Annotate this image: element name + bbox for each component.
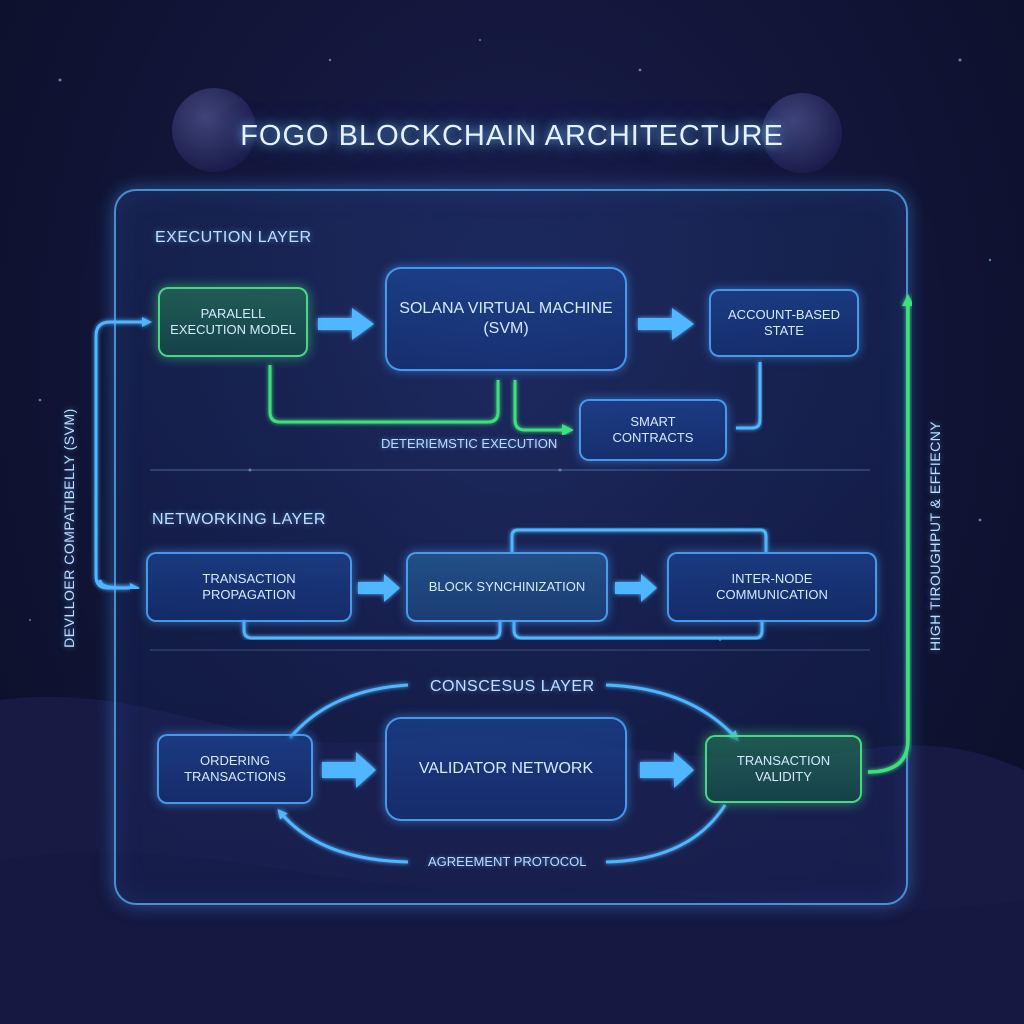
consensus-arc [288, 683, 409, 739]
planet-left [172, 88, 256, 172]
smart-contracts-node[interactable]: SMART CONTRACTS [579, 399, 727, 461]
svm-node[interactable]: SOLANA VIRTUAL MACHINE (SVM) [385, 267, 627, 371]
block-sync-node[interactable]: BLOCK SYNCHINIZATION [406, 552, 608, 622]
validator-network-node[interactable]: VALIDATOR NETWORK [385, 717, 627, 821]
terrain-front [0, 852, 1024, 1024]
inter-node-communication-node[interactable]: INTER-NODE COMMUNICATION [667, 552, 877, 622]
green-connector [513, 380, 574, 436]
agreement-protocol-label: AGREEMENT PROTOCOL [428, 854, 587, 869]
green-connector [268, 365, 500, 424]
consensus-arc [277, 808, 409, 864]
transaction-propagation-node[interactable]: TRANSACTION PROPAGATION [146, 552, 352, 622]
networking-layer-label: NETWORKING LAYER [152, 511, 326, 528]
blue-connector [510, 528, 768, 552]
blue-connector [736, 362, 762, 430]
consensus-layer-label: CONSCESUS LAYER [430, 678, 595, 695]
throughput-efficiency-label: HIGH TIROUGHPUT & EFFIECNY [927, 420, 943, 652]
consensus-arc [605, 804, 727, 864]
blue-connector [512, 620, 764, 640]
stars [29, 39, 992, 642]
left-connector-tip [98, 579, 140, 593]
planet-right [762, 93, 842, 173]
deterministic-execution-label: DETERIEMSTIC EXECUTION [381, 436, 558, 451]
block-arrow [318, 308, 694, 788]
blue-connector [242, 620, 502, 640]
execution-layer-label: EXECUTION LAYER [155, 229, 312, 246]
diagram-title: FOGO BLOCKCHAIN ARCHITECTURE [240, 120, 784, 152]
left-feedback-connector [94, 317, 152, 590]
developer-compatibility-label: DEVLLOER COMPATIBELLY (SVM) [61, 408, 77, 648]
consensus-arc [605, 683, 739, 741]
parallel-execution-node[interactable]: PARALELL EXECUTION MODEL [158, 287, 308, 357]
transaction-validity-node[interactable]: TRANSACTION VALIDITY [705, 735, 862, 803]
account-state-node[interactable]: ACCOUNT-BASED STATE [709, 289, 859, 357]
throughput-connector [867, 294, 914, 774]
ordering-transactions-node[interactable]: ORDERING TRANSACTIONS [157, 734, 313, 804]
